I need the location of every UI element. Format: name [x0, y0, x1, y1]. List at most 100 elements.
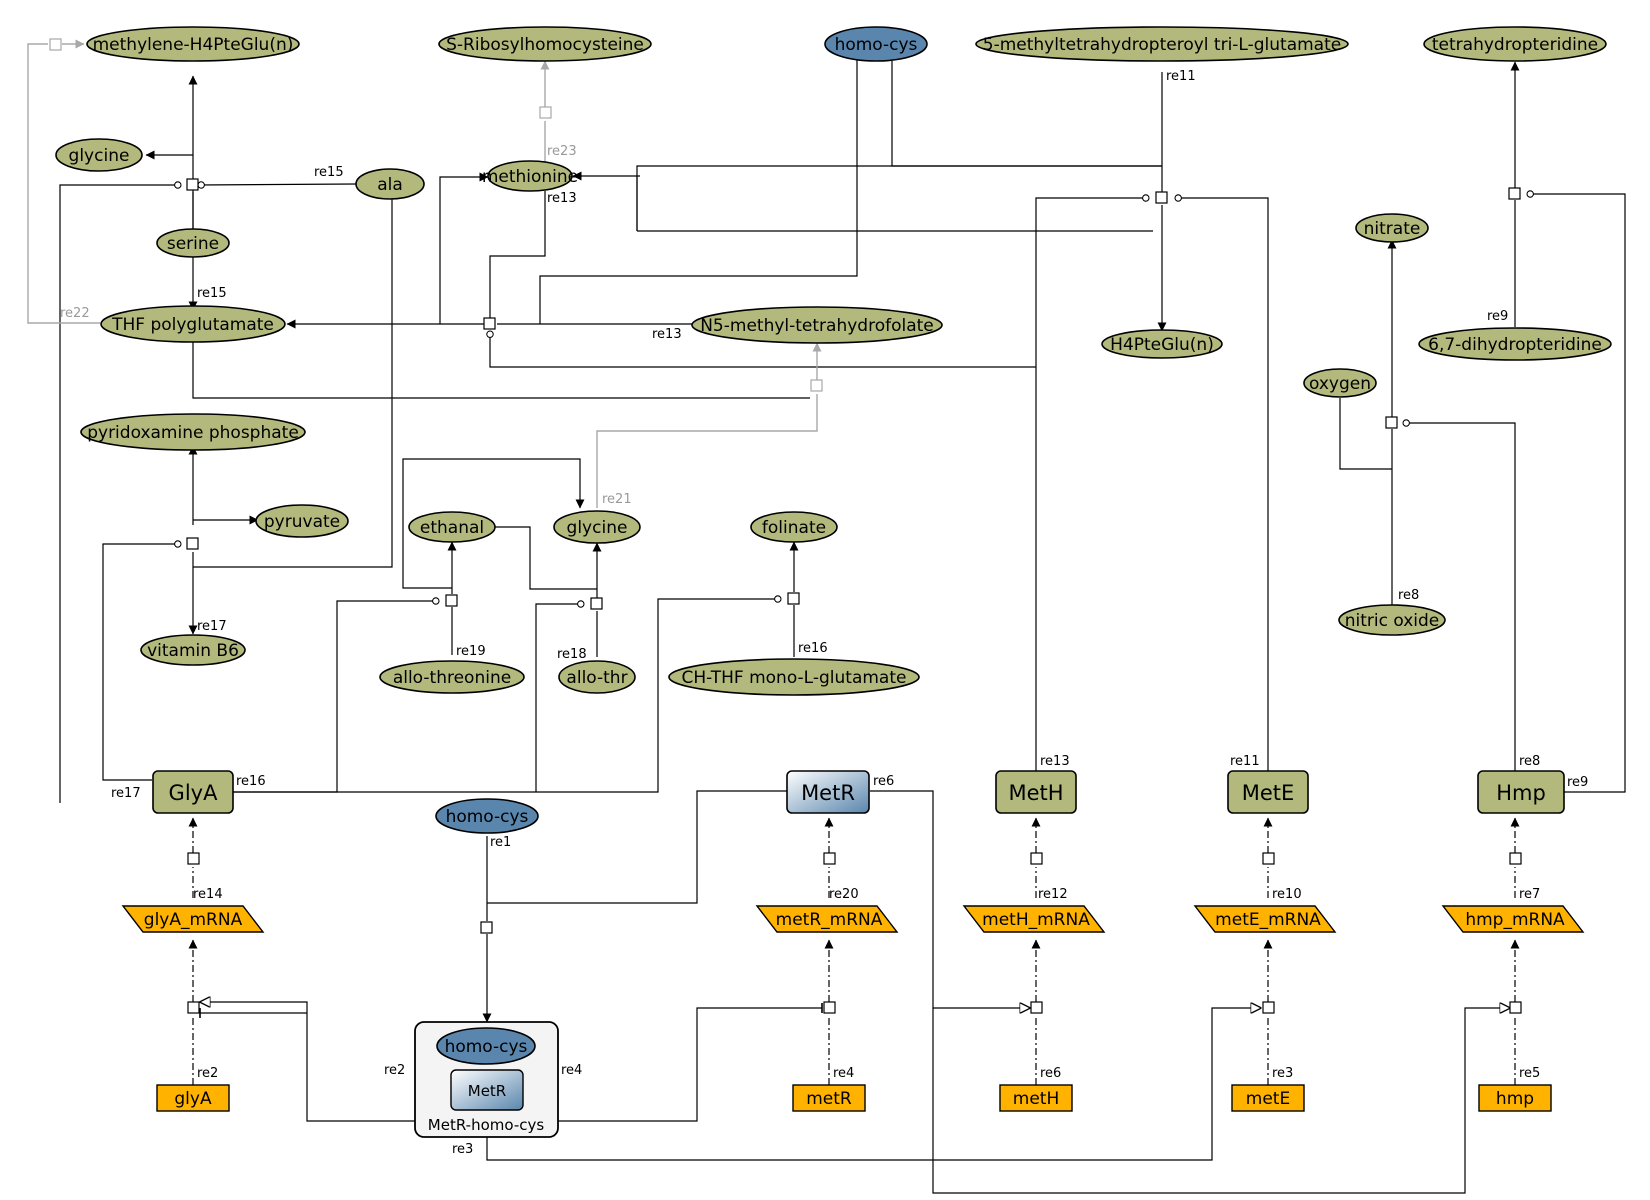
- process-re15[interactable]: [186, 178, 199, 191]
- reaction-label: re21: [602, 492, 632, 507]
- node-methylene-h4ptegly[interactable]: methylene-H4PteGlu(n): [86, 26, 300, 62]
- node-label: THF polyglutamate: [111, 315, 274, 335]
- gene-nodes: glyA metR metH metE hmp: [156, 1084, 1552, 1112]
- process-re19[interactable]: [445, 594, 458, 607]
- process-re23[interactable]: [539, 106, 552, 119]
- process-re5[interactable]: [1509, 1001, 1522, 1014]
- node-methionine[interactable]: methionine: [482, 160, 578, 192]
- node-label: ala: [377, 175, 403, 195]
- node-label: hmp_mRNA: [1465, 910, 1565, 930]
- node-metr-mrna[interactable]: metR_mRNA: [755, 905, 899, 933]
- reaction-label: re2: [197, 1066, 218, 1081]
- node-glycine-mid[interactable]: glycine: [553, 510, 641, 544]
- node-vitamin-b6[interactable]: vitamin B6: [140, 634, 246, 666]
- process-re17[interactable]: [186, 537, 199, 550]
- node-allo-thr[interactable]: allo-thr: [558, 660, 636, 694]
- process-re20[interactable]: [823, 852, 836, 865]
- node-serine[interactable]: serine: [156, 228, 230, 258]
- process-re21[interactable]: [810, 379, 823, 392]
- node-mete[interactable]: MetE: [1227, 770, 1309, 814]
- node-metr-gene[interactable]: metR: [792, 1084, 866, 1112]
- process-re9[interactable]: [1508, 187, 1521, 200]
- process-re8[interactable]: [1385, 416, 1398, 429]
- node-hmp-mrna[interactable]: hmp_mRNA: [1441, 905, 1585, 933]
- reaction-label: re9: [1487, 309, 1508, 324]
- process-re22[interactable]: [49, 38, 62, 51]
- reaction-label: re13: [1040, 754, 1070, 769]
- node-metr[interactable]: MetR: [786, 770, 870, 814]
- node-label: MetH: [1008, 781, 1063, 805]
- node-label: folinate: [762, 518, 826, 538]
- node-meth-mrna[interactable]: metH_mRNA: [962, 905, 1106, 933]
- node-label: metH: [1013, 1089, 1059, 1109]
- node-hmp-gene[interactable]: hmp: [1478, 1084, 1552, 1112]
- node-tetrahydropteridine[interactable]: tetrahydropteridine: [1423, 26, 1607, 62]
- node-label: S-Ribosylhomocysteine: [446, 35, 644, 55]
- node-mete-gene[interactable]: metE: [1231, 1084, 1305, 1112]
- node-nitric-oxide[interactable]: nitric oxide: [1338, 604, 1446, 636]
- node-s-ribosylhomocysteine[interactable]: S-Ribosylhomocysteine: [438, 26, 652, 62]
- node-label: N5-methyl-tetrahydrofolate: [700, 316, 934, 336]
- node-oxygen[interactable]: oxygen: [1303, 368, 1377, 398]
- node-ch-thf-mono-l-glutamate[interactable]: CH-THF mono-L-glutamate: [668, 658, 920, 696]
- node-folinate[interactable]: folinate: [750, 511, 838, 543]
- process-re10[interactable]: [1262, 852, 1275, 865]
- node-label: hmp: [1496, 1089, 1534, 1109]
- node-glya[interactable]: GlyA: [152, 770, 234, 814]
- process-re6[interactable]: [1030, 1001, 1043, 1014]
- node-label: nitric oxide: [1345, 611, 1440, 631]
- reaction-label: re17: [111, 786, 141, 801]
- node-label: CH-THF mono-L-glutamate: [682, 668, 907, 688]
- node-label: glyA: [174, 1089, 212, 1109]
- node-homo-cys-mid[interactable]: homo-cys: [435, 798, 539, 834]
- metabolite-nodes: methylene-H4PteGlu(n) S-Ribosylhomocyste…: [55, 26, 1612, 834]
- node-glya-mrna[interactable]: glyA_mRNA: [121, 905, 265, 933]
- node-label: ethanal: [420, 518, 484, 538]
- process-re3[interactable]: [1262, 1001, 1275, 1014]
- reaction-label: re11: [1230, 754, 1260, 769]
- node-label: homo-cys: [835, 35, 918, 55]
- process-re14[interactable]: [187, 852, 200, 865]
- reaction-label: re9: [1567, 775, 1588, 790]
- node-nitrate[interactable]: nitrate: [1355, 213, 1429, 243]
- node-ala[interactable]: ala: [355, 168, 425, 200]
- process-re1[interactable]: [480, 921, 493, 934]
- reaction-label: re4: [561, 1063, 582, 1078]
- node-pyridoxamine-phosphate[interactable]: pyridoxamine phosphate: [80, 413, 306, 451]
- node-allo-threonine[interactable]: allo-threonine: [379, 660, 525, 694]
- reaction-label: re22: [60, 306, 90, 321]
- process-re2[interactable]: [187, 1001, 200, 1014]
- node-homo-cys-top[interactable]: homo-cys: [824, 26, 928, 62]
- process-re11[interactable]: [1155, 191, 1168, 204]
- node-mete-mrna[interactable]: metE_mRNA: [1193, 905, 1337, 933]
- process-re13[interactable]: [483, 317, 496, 330]
- reaction-label: re23: [547, 144, 577, 159]
- node-meth[interactable]: MetH: [995, 770, 1077, 814]
- node-thf-polyglutamate[interactable]: THF polyglutamate: [100, 305, 286, 343]
- node-ethanal[interactable]: ethanal: [408, 511, 496, 543]
- process-re16[interactable]: [787, 592, 800, 605]
- complex-member-homo-cys: homo-cys: [436, 1027, 536, 1065]
- process-re4[interactable]: [823, 1001, 836, 1014]
- node-h4ptegly[interactable]: H4PteGlu(n): [1101, 329, 1223, 359]
- process-re18[interactable]: [590, 597, 603, 610]
- node-meth-gene[interactable]: metH: [999, 1084, 1073, 1112]
- node-label: homo-cys: [445, 1037, 528, 1057]
- reaction-label: re3: [1272, 1066, 1293, 1081]
- node-label: H4PteGlu(n): [1110, 335, 1214, 355]
- process-re12[interactable]: [1030, 852, 1043, 865]
- complex-metr-homo-cys[interactable]: homo-cys MetR MetR-homo-cys: [414, 1021, 559, 1138]
- node-n5-methyl-tetrahydrofolate[interactable]: N5-methyl-tetrahydrofolate: [691, 306, 943, 344]
- reaction-label: re17: [197, 619, 227, 634]
- node-label: oxygen: [1309, 374, 1371, 394]
- complex-member-metr: MetR: [450, 1069, 524, 1111]
- node-5-methyltetrahydropteroyl[interactable]: 5-methyltetrahydropteroyl tri-L-glutamat…: [975, 26, 1349, 62]
- node-glya-gene[interactable]: glyA: [156, 1084, 230, 1112]
- node-hmp[interactable]: Hmp: [1477, 770, 1565, 814]
- node-dihydropteridine[interactable]: 6,7-dihydropteridine: [1418, 327, 1612, 361]
- complex-label: MetR-homo-cys: [428, 1116, 545, 1134]
- node-glycine-left[interactable]: glycine: [55, 138, 143, 172]
- node-pyruvate[interactable]: pyruvate: [255, 504, 349, 538]
- process-re7[interactable]: [1509, 852, 1522, 865]
- reaction-label: re1: [490, 835, 511, 850]
